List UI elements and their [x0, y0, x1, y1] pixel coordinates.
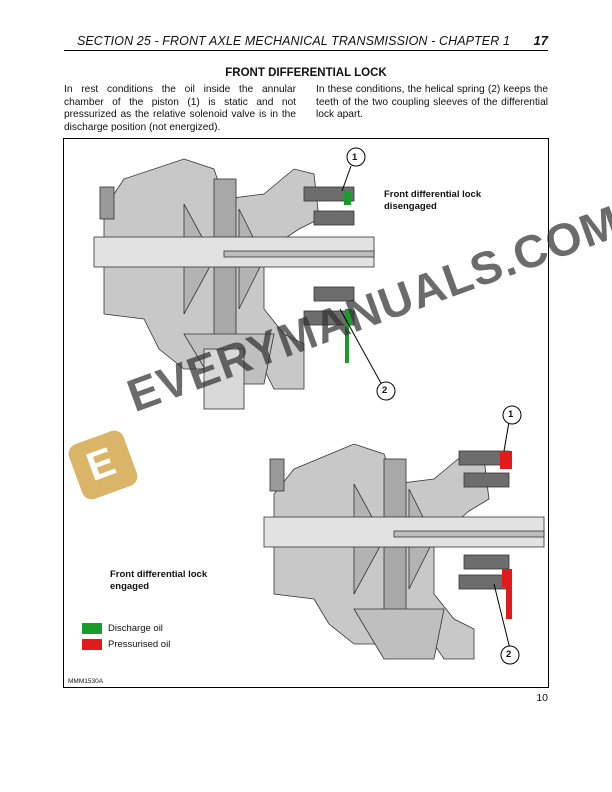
legend-pressurised-label: Pressurised oil [108, 639, 171, 650]
callout-1-upper: 1 [352, 152, 358, 163]
callout-2-lower: 2 [506, 649, 512, 660]
legend-discharge-label: Discharge oil [108, 623, 163, 634]
callout-circles [346, 147, 522, 665]
page-header: SECTION 25 - FRONT AXLE MECHANICAL TRANS… [64, 33, 548, 51]
figure-code: MMM1530A [68, 678, 104, 685]
watermark-logo-letter: E [81, 439, 122, 490]
paragraph-right: In these conditions, the helical spring … [316, 84, 548, 121]
differential-lock-figure: 1 2 1 2 Front differential lock disengag… [63, 138, 549, 688]
callout-2-upper: 2 [382, 385, 388, 396]
callout-1-lower: 1 [508, 409, 514, 420]
discharge-oil-upper [344, 191, 352, 363]
pressurised-oil-lower [500, 451, 512, 619]
label-disengaged: Front differential lock disengaged [384, 189, 482, 212]
section-title: SECTION 25 - FRONT AXLE MECHANICAL TRANS… [76, 34, 510, 48]
footer-page-number: 10 [536, 692, 548, 704]
upper-assembly [93, 158, 375, 410]
lower-assembly [263, 443, 545, 660]
legend-discharge: Discharge oil [82, 623, 163, 634]
label-engaged: Front differential lock engaged [110, 569, 208, 592]
paragraph-left: In rest conditions the oil inside the an… [64, 84, 296, 133]
page-title: FRONT DIFFERENTIAL LOCK [225, 67, 387, 79]
pressurised-swatch [82, 639, 102, 650]
header-page-number: 17 [533, 33, 548, 48]
legend-pressurised: Pressurised oil [82, 639, 170, 650]
mechanical-drawing [93, 147, 545, 665]
discharge-swatch [82, 623, 102, 634]
